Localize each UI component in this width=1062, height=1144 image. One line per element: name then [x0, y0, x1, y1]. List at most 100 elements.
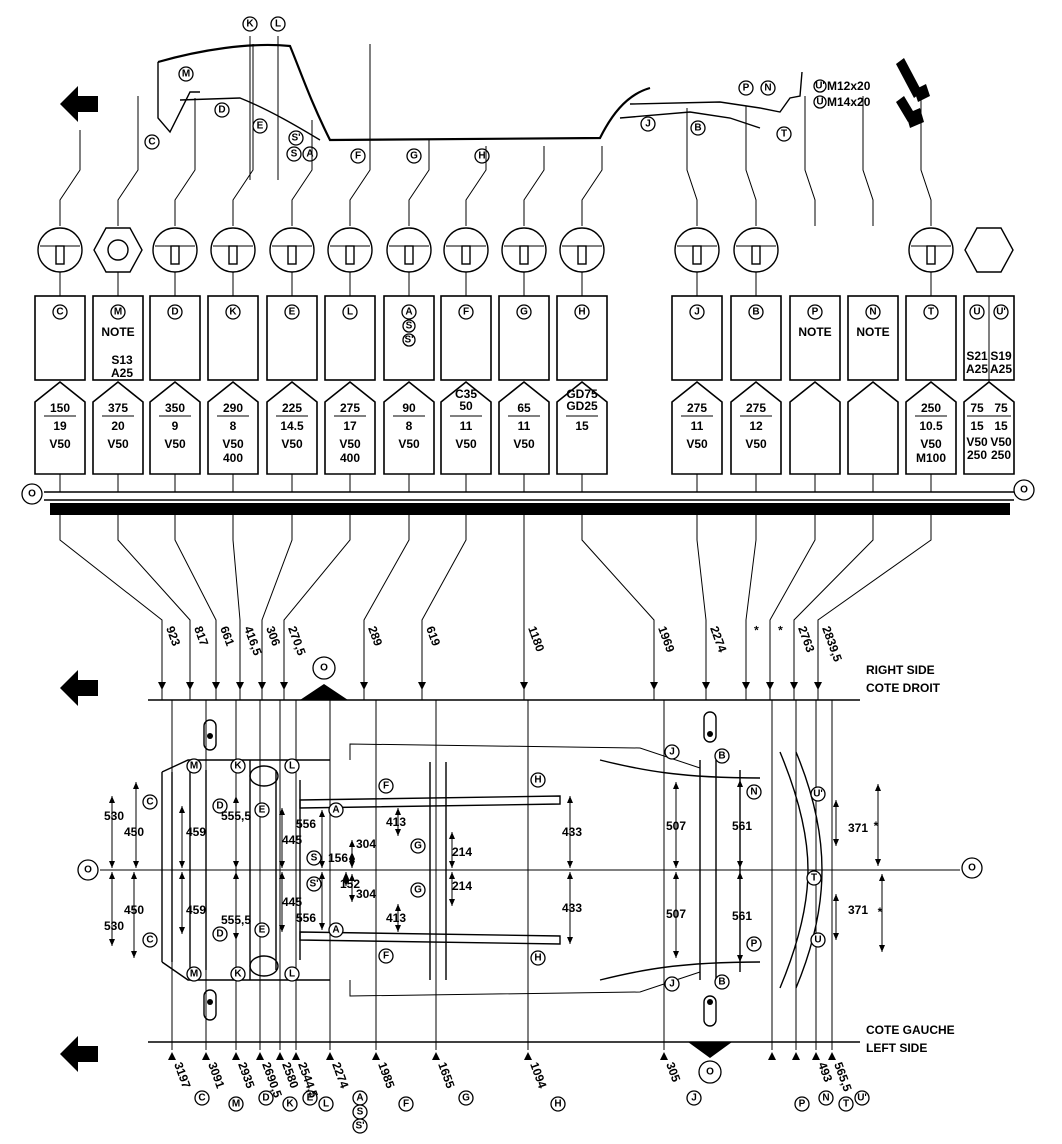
right-dim-4: 306 [258, 624, 283, 690]
column-id-p: P [807, 304, 823, 320]
svg-text:923: 923 [163, 624, 183, 648]
plan-label-n: N [746, 784, 762, 800]
column-sub: A25 [111, 366, 133, 380]
dim-459-top: 459 [179, 806, 206, 868]
fastener-round-icon [733, 227, 779, 273]
dim-556-bot: 556 [296, 872, 325, 930]
plan-label-h: H [530, 772, 546, 788]
svg-text:C: C [56, 307, 63, 318]
svg-text:U': U' [813, 789, 823, 800]
column-top: 75 [970, 401, 984, 415]
svg-text:P: P [743, 83, 750, 94]
svg-text:371: 371 [848, 821, 868, 835]
svg-text:F: F [355, 151, 361, 162]
svg-text:2274: 2274 [329, 1060, 351, 1090]
column-top: 75 [994, 401, 1008, 415]
svg-text:3197: 3197 [171, 1060, 193, 1090]
svg-text:U: U [816, 97, 823, 108]
svg-text:J: J [645, 119, 651, 130]
svg-text:F: F [383, 781, 389, 792]
plan-label-e: E [254, 802, 270, 818]
left-dim-14: 565,5U' [828, 700, 870, 1106]
svg-text:U': U' [996, 307, 1006, 318]
dim-555-bot: 555,5 [221, 872, 251, 940]
column-top: 225 [282, 401, 302, 415]
column-top: 275 [746, 401, 766, 415]
note-label: NOTE [856, 325, 889, 339]
svg-text:T: T [843, 1099, 849, 1110]
svg-text:2935: 2935 [235, 1060, 257, 1090]
svg-text:K: K [246, 19, 254, 30]
column-top: 250 [921, 401, 941, 415]
svg-text:LEFT SIDE: LEFT SIDE [866, 1041, 927, 1055]
plan-label-g: G [410, 838, 426, 854]
svg-text:A: A [306, 149, 313, 160]
svg-text:O: O [1020, 485, 1028, 496]
column-v: V50 [920, 437, 942, 451]
dim-371-top: 371 [833, 800, 868, 846]
svg-text:O: O [320, 663, 328, 674]
column-top: 275 [340, 401, 360, 415]
dim-304-bot: 304 [349, 874, 376, 902]
svg-text:O: O [84, 865, 92, 876]
svg-text:RIGHT SIDE: RIGHT SIDE [866, 663, 935, 677]
svg-text:2839,5: 2839,5 [819, 624, 845, 664]
svg-text:416,5: 416,5 [241, 624, 265, 657]
left-letter-g: G [458, 1090, 474, 1106]
column-id-up: U' [993, 304, 1009, 320]
top-label-sp: S' [288, 130, 304, 146]
svg-text:*: * [874, 819, 879, 833]
svg-text:1985: 1985 [375, 1060, 397, 1090]
side-profile [157, 36, 803, 180]
left-letter-j: J [686, 1090, 702, 1106]
column-mid: 10.5 [919, 419, 943, 433]
column-id-sp: S' [402, 333, 416, 347]
column-top: 350 [165, 401, 185, 415]
svg-text:N: N [822, 1093, 829, 1104]
svg-text:E: E [289, 307, 296, 318]
svg-text:K: K [286, 1099, 294, 1110]
left-letter-s: S [352, 1104, 368, 1120]
svg-text:F: F [403, 1099, 409, 1110]
svg-text:S: S [311, 853, 318, 864]
datum-marker-left: O [688, 1042, 732, 1084]
plan-label-a: A [328, 802, 344, 818]
svg-text:2274: 2274 [707, 624, 729, 654]
svg-text:D: D [216, 929, 223, 940]
svg-text:S': S' [355, 1121, 364, 1132]
fastener-round-icon [908, 227, 954, 273]
svg-text:N: N [750, 787, 757, 798]
left-letter-p: P [794, 1096, 810, 1112]
svg-text:493: 493 [815, 1060, 835, 1084]
left-letter-e: E [302, 1090, 318, 1106]
column-v: 250 [991, 448, 1011, 462]
front-arrow-top [60, 86, 98, 122]
svg-text:450: 450 [124, 903, 144, 917]
svg-text:K: K [234, 761, 242, 772]
svg-text:F: F [383, 951, 389, 962]
svg-text:M14x20: M14x20 [827, 95, 871, 109]
svg-text:D: D [262, 1093, 269, 1104]
svg-text:445: 445 [282, 895, 302, 909]
svg-text:M: M [190, 969, 198, 980]
svg-text:1969: 1969 [655, 624, 677, 654]
svg-text:COTE GAUCHE: COTE GAUCHE [866, 1023, 955, 1037]
fastener-round-icon [501, 227, 547, 273]
column-top: 275 [687, 401, 707, 415]
plan-label-sp: S' [306, 876, 322, 892]
dim-star-bot: * [878, 874, 885, 952]
svg-text:C: C [146, 797, 153, 808]
column-v: V50 [686, 437, 708, 451]
column-id-s: S [402, 319, 416, 333]
right-dim-14: 2839,5 [814, 624, 845, 690]
column-top: GD25 [566, 399, 598, 413]
svg-text:E: E [259, 805, 266, 816]
svg-text:K: K [234, 969, 242, 980]
svg-text:507: 507 [666, 907, 686, 921]
